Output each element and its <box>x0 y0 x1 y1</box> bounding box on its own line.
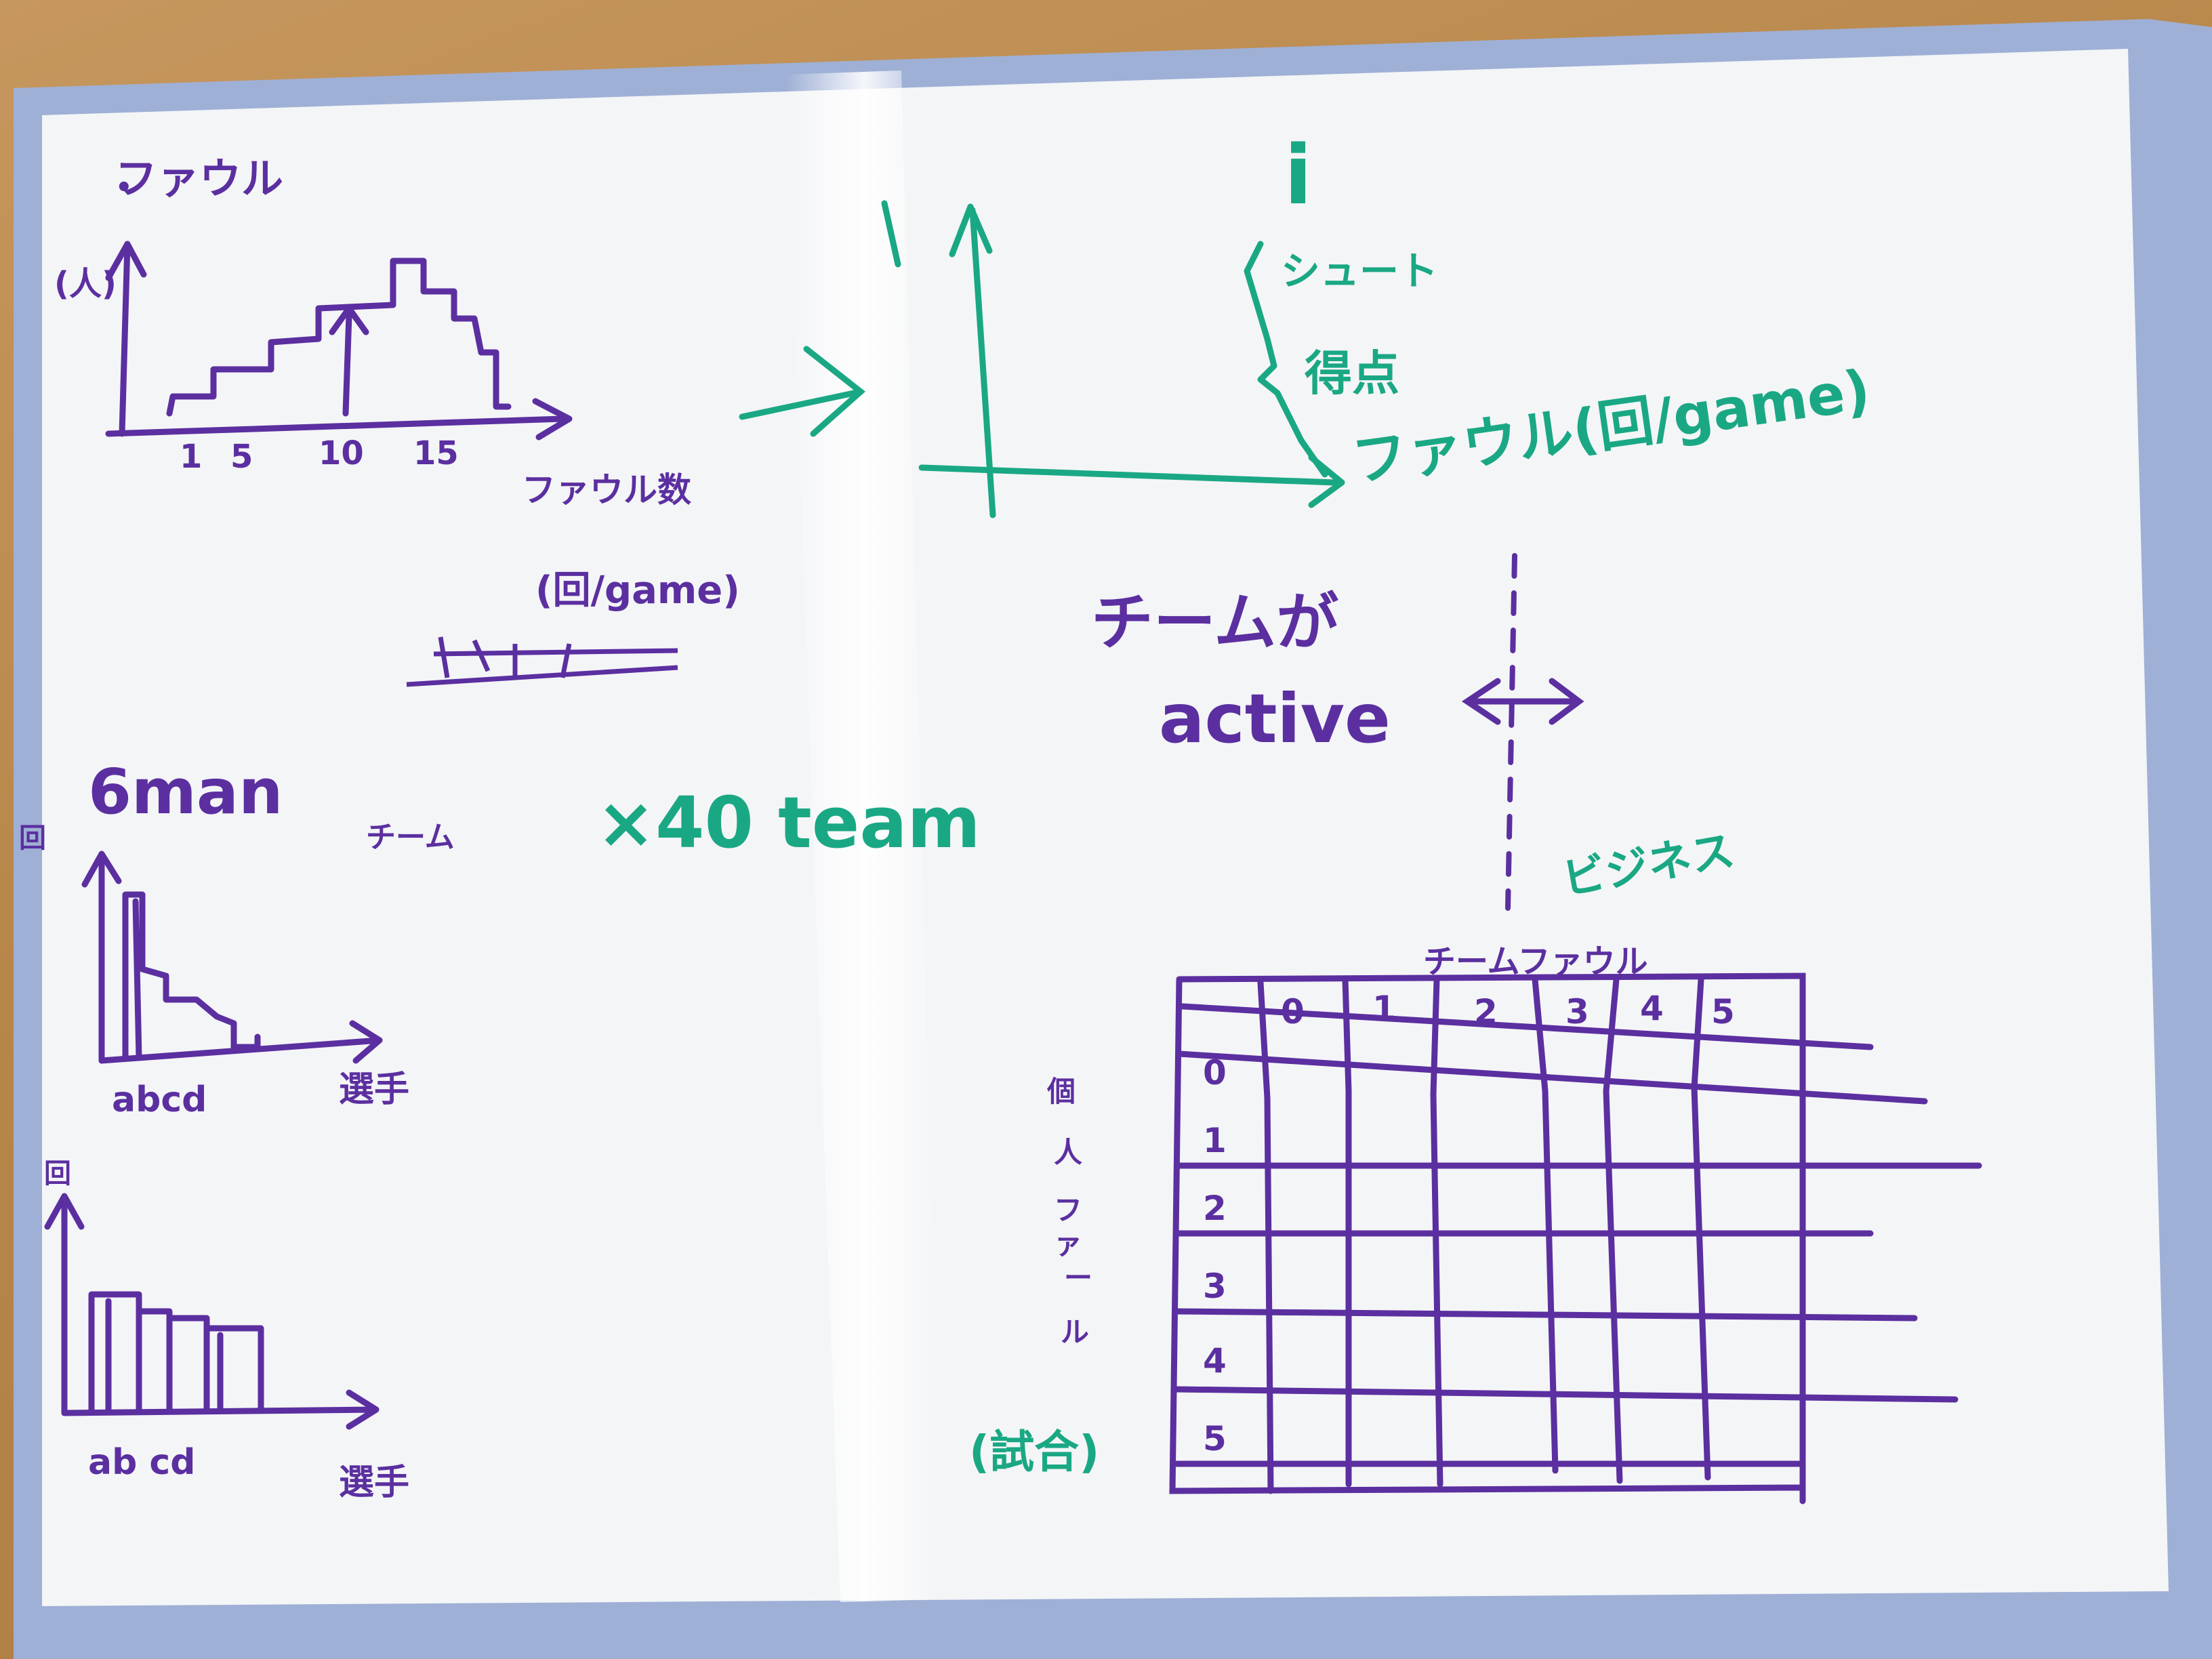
x-players: abcd <box>112 1080 207 1120</box>
active-text: active <box>1159 679 1391 758</box>
histogram-top-left <box>105 241 573 441</box>
team-note: チーム <box>366 820 455 855</box>
histogram-steps <box>166 258 512 417</box>
bars <box>122 891 261 1061</box>
side-label-3: フ <box>1054 1193 1082 1227</box>
col-label-1: 1 <box>1372 989 1396 1028</box>
row-label-1: 1 <box>1203 1121 1227 1160</box>
bars <box>88 1291 264 1413</box>
bullet-dot: • <box>115 172 133 203</box>
x-axis-label: ファウル数 <box>522 470 691 510</box>
option-shoot: シュート <box>1281 248 1438 294</box>
x-axis-label-player: 選手 <box>339 1069 409 1110</box>
y-axis-label-count: 回 <box>19 823 46 854</box>
x-axis <box>105 398 573 441</box>
section-title-foul: ファウル <box>115 154 283 203</box>
brace <box>1244 241 1328 478</box>
side-label-6: ル <box>1061 1315 1089 1349</box>
y-axis <box>81 851 122 1064</box>
glare-streak <box>786 70 942 1602</box>
tick-1: 1 <box>180 438 202 476</box>
option-score: 得点 <box>1305 346 1399 401</box>
y-axis-label-count-2: 回 <box>44 1158 71 1189</box>
decay-chart <box>81 851 383 1064</box>
double-arrow <box>1461 678 1584 725</box>
cursor-i: i <box>1284 129 1312 223</box>
green-axes <box>881 200 1345 518</box>
flat-bar-chart <box>44 1193 380 1430</box>
tick-15: 15 <box>413 434 459 472</box>
grid-table <box>1169 972 1982 1504</box>
x-axis-unit: (回/game) <box>535 569 740 613</box>
x-axis-label-player-2: 選手 <box>339 1462 409 1503</box>
side-label-2: 人 <box>1054 1136 1082 1169</box>
tick-10: 10 <box>319 434 364 472</box>
side-label-1: 個 <box>1046 1075 1076 1108</box>
row-label-4: 4 <box>1203 1341 1227 1380</box>
col-label-2: 2 <box>1474 992 1498 1031</box>
green-arrow <box>739 346 866 437</box>
col-label-5: 5 <box>1711 992 1735 1031</box>
team-is-text: チームが <box>1091 586 1338 659</box>
col-label-0: 0 <box>1281 992 1305 1031</box>
dashed-divider <box>1505 553 1517 911</box>
scribble-crossed-out <box>406 636 678 687</box>
row-label-0: 0 <box>1203 1053 1227 1092</box>
col-label-3: 3 <box>1565 992 1589 1031</box>
team-count-note: ×40 team <box>596 781 981 864</box>
side-label-5: ー <box>1064 1261 1092 1294</box>
x-players-2: ab cd <box>88 1442 195 1483</box>
y-axis <box>105 241 147 437</box>
y-axis <box>949 203 996 518</box>
x-axis <box>98 1020 383 1064</box>
outer-border <box>1169 972 1806 1504</box>
col-lines <box>1257 976 1711 1494</box>
y-axis <box>44 1193 85 1416</box>
mean-marker-arrow <box>329 305 369 417</box>
tick-5: 5 <box>230 438 253 476</box>
col-label-4: 4 <box>1640 989 1664 1028</box>
row-label-2: 2 <box>1203 1189 1227 1228</box>
y-axis-label: (人) <box>54 265 117 303</box>
section-title-6man: 6man <box>88 756 283 828</box>
row-label-3: 3 <box>1203 1267 1227 1306</box>
board-surface <box>42 49 2169 1606</box>
side-label-bottom: (試合) <box>969 1426 1099 1478</box>
y-axis-tick <box>881 200 901 268</box>
row-label-5: 5 <box>1203 1419 1227 1458</box>
row-lines <box>1172 1003 1982 1467</box>
side-label-4: ァ <box>1054 1227 1082 1261</box>
